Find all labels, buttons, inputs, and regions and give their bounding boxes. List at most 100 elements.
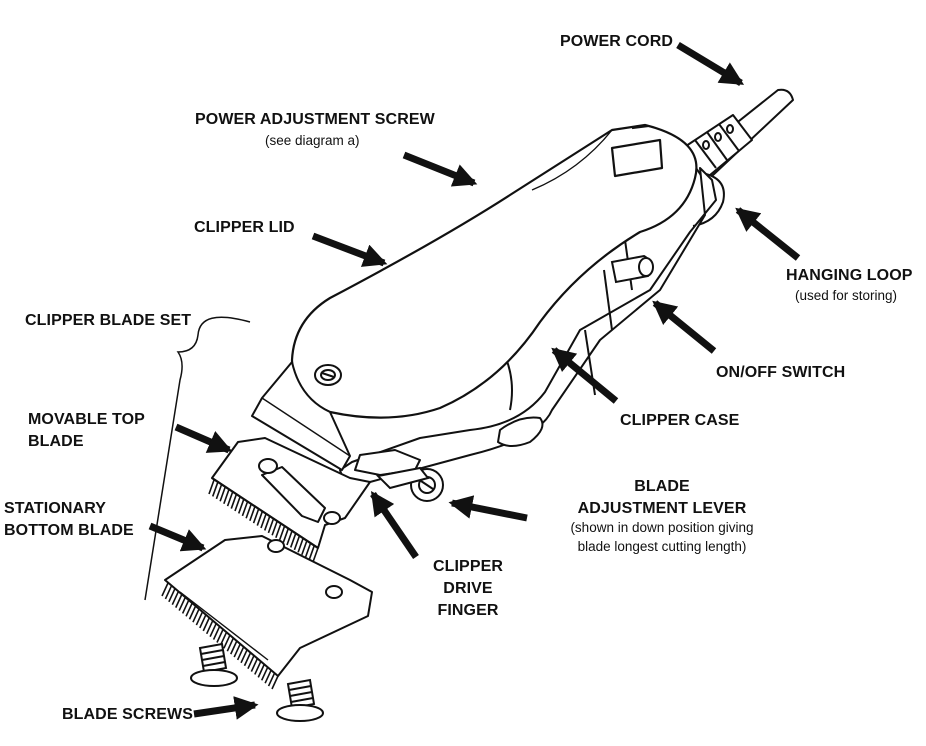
label-clipper-drive-finger-line2: DRIVE <box>443 580 493 597</box>
blade-tooth <box>264 669 272 684</box>
blade-tooth <box>215 484 223 500</box>
blade-tooth <box>195 611 204 626</box>
blade-tooth <box>212 626 221 640</box>
blade-tooth <box>275 523 282 538</box>
blade-tooth <box>226 491 234 507</box>
label-blade-screws: BLADE SCREWS <box>62 706 193 723</box>
blade-tooth <box>286 530 293 546</box>
blade-tooth <box>178 597 186 611</box>
power-cord-drawing <box>682 88 794 181</box>
blade-tooth <box>168 588 176 603</box>
arrow-movable-top-blade <box>174 423 233 454</box>
label-hanging-loop: HANGING LOOP <box>786 267 913 284</box>
label-stationary-bottom-blade-line1: STATIONARY <box>4 500 107 517</box>
label-clipper-drive-finger-line3: FINGER <box>437 602 499 619</box>
note-blade-adjustment-lever-line2: blade longest cutting length) <box>577 539 747 554</box>
blade-tooth <box>223 634 231 649</box>
label-power-adjustment-screw: POWER ADJUSTMENT SCREW <box>195 111 435 128</box>
label-blade-adjustment-lever-line1: BLADE <box>634 478 690 495</box>
arrow-hanging-loop <box>735 207 801 261</box>
blade-tooth <box>252 508 260 524</box>
blade-tooth <box>237 499 245 514</box>
arrow-power-adjustment-screw <box>402 151 478 187</box>
blade-tooth <box>175 594 183 608</box>
label-blade-adjustment-lever-line2: ADJUSTMENT LEVER <box>577 500 747 517</box>
label-clipper-drive-finger: CLIPPER DRIVE FINGER <box>418 556 518 622</box>
blade-tooth <box>211 482 219 497</box>
arrow-stationary-bottom-blade <box>148 522 207 552</box>
blade-tooth <box>185 603 193 617</box>
blade-tooth <box>192 608 200 623</box>
blade-tooth <box>188 605 197 620</box>
blade-tooth <box>267 672 276 687</box>
arrow-clipper-drive-finger <box>370 491 419 559</box>
blade-tooth <box>234 496 241 512</box>
blade-tooth <box>230 494 238 509</box>
arrow-clipper-case <box>551 347 619 404</box>
blade-tooth <box>282 528 290 543</box>
note-blade-adjustment-lever-line1: (shown in down position giving <box>570 520 754 535</box>
label-stationary-bottom-blade-line2: BOTTOM BLADE <box>4 522 134 539</box>
blade-tooth <box>257 664 265 678</box>
blade-tooth <box>164 585 173 600</box>
note-hanging-loop: (used for storing) <box>795 288 898 303</box>
blade-tooth <box>278 525 286 541</box>
label-power-cord: POWER CORD <box>560 33 673 50</box>
blade-tooth <box>249 506 256 521</box>
blade-screw-left-drawing <box>190 642 238 687</box>
arrow-on-off-switch <box>652 300 717 354</box>
blade-tooth <box>223 489 230 504</box>
blade-tooth <box>271 521 278 536</box>
label-clipper-lid: CLIPPER LID <box>194 219 295 236</box>
blade-tooth <box>226 637 235 652</box>
blade-tooth <box>230 640 238 655</box>
label-clipper-drive-finger-line1: CLIPPER <box>432 558 504 575</box>
blade-teeth <box>161 479 319 690</box>
blade-tooth <box>247 655 255 669</box>
label-on-off-switch: ON/OFF SWITCH <box>716 364 846 381</box>
blade-tooth <box>202 617 210 632</box>
lid-screw-drawing <box>314 364 342 386</box>
blade-tooth <box>256 511 264 526</box>
blade-tooth <box>260 666 269 681</box>
blade-tooth <box>216 629 224 643</box>
note-blade-adjustment-lever: (shown in down position giving blade lon… <box>552 518 772 556</box>
blade-tooth <box>293 535 301 551</box>
blade-housing-drawing <box>251 361 351 471</box>
blade-tooth <box>308 545 316 560</box>
blade-tooth <box>205 620 214 635</box>
blade-tooth <box>267 518 275 534</box>
blade-tooth <box>161 582 169 597</box>
clipper-lid-drawing <box>290 123 698 419</box>
blade-tooth <box>312 547 319 563</box>
label-stationary-bottom-blade: STATIONARY BOTTOM BLADE <box>4 498 134 542</box>
blade-tooth <box>243 652 252 667</box>
blade-tooth <box>245 504 252 519</box>
blade-tooth <box>233 643 241 658</box>
blade-tooth <box>297 538 304 553</box>
arrow-blade-screws <box>193 696 259 720</box>
blade-tooth <box>181 600 190 614</box>
blade-tooth <box>254 661 262 675</box>
blade-screw-right-drawing <box>276 678 324 722</box>
blade-tooth <box>241 501 249 517</box>
arrow-blade-adjustment-lever <box>448 495 528 522</box>
on-off-switch-drawing <box>610 254 654 284</box>
label-clipper-blade-set: CLIPPER BLADE SET <box>25 312 192 329</box>
note-power-adjustment-screw: (see diagram a) <box>265 133 360 148</box>
stationary-bottom-blade-drawing <box>164 535 373 677</box>
label-movable-top-blade-line2: BLADE <box>28 433 84 450</box>
blade-tooth <box>289 533 297 548</box>
blade-tooth <box>236 646 245 661</box>
blade-tooth <box>199 614 207 629</box>
blade-tooth <box>209 623 217 638</box>
label-movable-top-blade-line1: MOVABLE TOP <box>28 411 145 428</box>
label-clipper-case: CLIPPER CASE <box>620 412 740 429</box>
blade-tooth <box>260 513 267 529</box>
label-blade-adjustment-lever: BLADE ADJUSTMENT LEVER <box>572 476 752 520</box>
movable-top-blade-drawing <box>211 437 371 549</box>
blade-tooth <box>219 487 226 502</box>
blade-tooth <box>250 658 259 672</box>
